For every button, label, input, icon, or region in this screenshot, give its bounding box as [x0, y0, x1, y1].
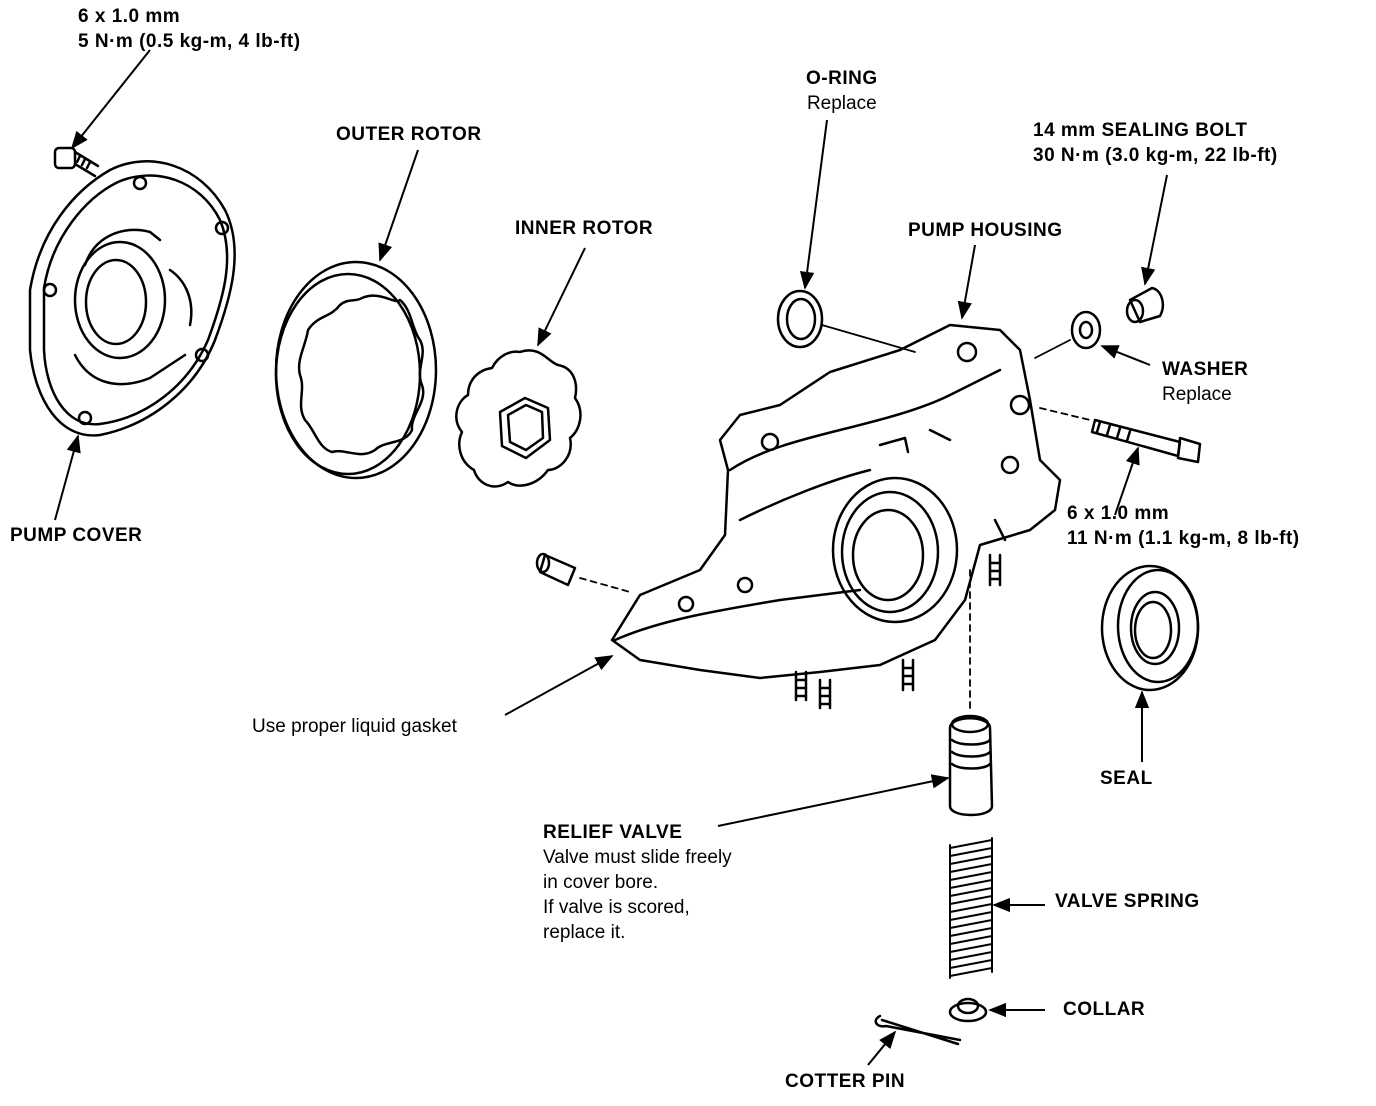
washer-title: WASHER — [1162, 359, 1249, 380]
relief-valve-note-1: Valve must slide freely — [543, 847, 732, 868]
cotter-pin-part — [874, 1014, 962, 1046]
sealing-bolt-label: 14 mm SEALING BOLT 30 N·m (3.0 kg-m, 22 … — [1033, 118, 1278, 168]
housing-bolt-torque: 11 N·m (1.1 kg-m, 8 lb-ft) — [1067, 528, 1300, 549]
pump-cover-label: PUMP COVER — [10, 525, 143, 546]
seal-part — [1100, 564, 1200, 692]
relief-valve-note-3: If valve is scored, — [543, 897, 690, 918]
relief-valve-label: RELIEF VALVE Valve must slide freely in … — [543, 820, 732, 945]
cover-bolt-torque: 5 N·m (0.5 kg-m, 4 lb-ft) — [78, 31, 301, 52]
sealing-bolt-part — [1125, 286, 1164, 324]
pump-housing-label: PUMP HOUSING — [908, 220, 1063, 241]
housing-studs — [794, 553, 1002, 710]
pump-housing-part — [610, 323, 1062, 680]
washer-note: Replace — [1162, 384, 1232, 405]
cover-bolt-label: 6 x 1.0 mm 5 N·m (0.5 kg-m, 4 lb-ft) — [78, 4, 301, 54]
o-ring-title: O-RING — [806, 68, 878, 89]
relief-valve-part — [948, 569, 994, 817]
washer-label: WASHER Replace — [1162, 357, 1248, 407]
housing-bolt-size: 6 x 1.0 mm — [1067, 503, 1170, 524]
o-ring-part — [776, 289, 916, 353]
liquid-gasket-label: Use proper liquid gasket — [252, 716, 457, 737]
sealing-bolt-size: 14 mm SEALING BOLT — [1033, 120, 1248, 141]
sealing-bolt-torque: 30 N·m (3.0 kg-m, 22 lb-ft) — [1033, 145, 1278, 166]
leader-arrows — [54, 49, 1168, 1066]
o-ring-label: O-RING Replace — [806, 66, 878, 116]
valve-spring-part — [949, 837, 993, 979]
relief-valve-note-2: in cover bore. — [543, 872, 659, 893]
cotter-pin-label: COTTER PIN — [785, 1071, 906, 1092]
valve-spring-label: VALVE SPRING — [1055, 891, 1200, 912]
seal-label: SEAL — [1100, 768, 1153, 789]
collar-part — [948, 997, 988, 1023]
o-ring-note: Replace — [806, 93, 877, 114]
dowel-pin-part — [535, 552, 631, 593]
washer-part — [1034, 310, 1102, 359]
outer-rotor-label: OUTER ROTOR — [336, 124, 482, 145]
cover-bolt-size: 6 x 1.0 mm — [78, 6, 181, 27]
pump-cover-part — [28, 160, 236, 437]
housing-bolt-part — [1039, 407, 1202, 464]
inner-rotor-part — [455, 349, 582, 488]
collar-label: COLLAR — [1063, 999, 1146, 1020]
relief-valve-note-4: replace it. — [543, 922, 626, 943]
outer-rotor-part — [274, 260, 438, 480]
cover-bolt-part — [53, 146, 100, 178]
inner-rotor-label: INNER ROTOR — [515, 218, 654, 239]
housing-bolt-label: 6 x 1.0 mm 11 N·m (1.1 kg-m, 8 lb-ft) — [1067, 501, 1300, 551]
relief-valve-title: RELIEF VALVE — [543, 822, 683, 843]
